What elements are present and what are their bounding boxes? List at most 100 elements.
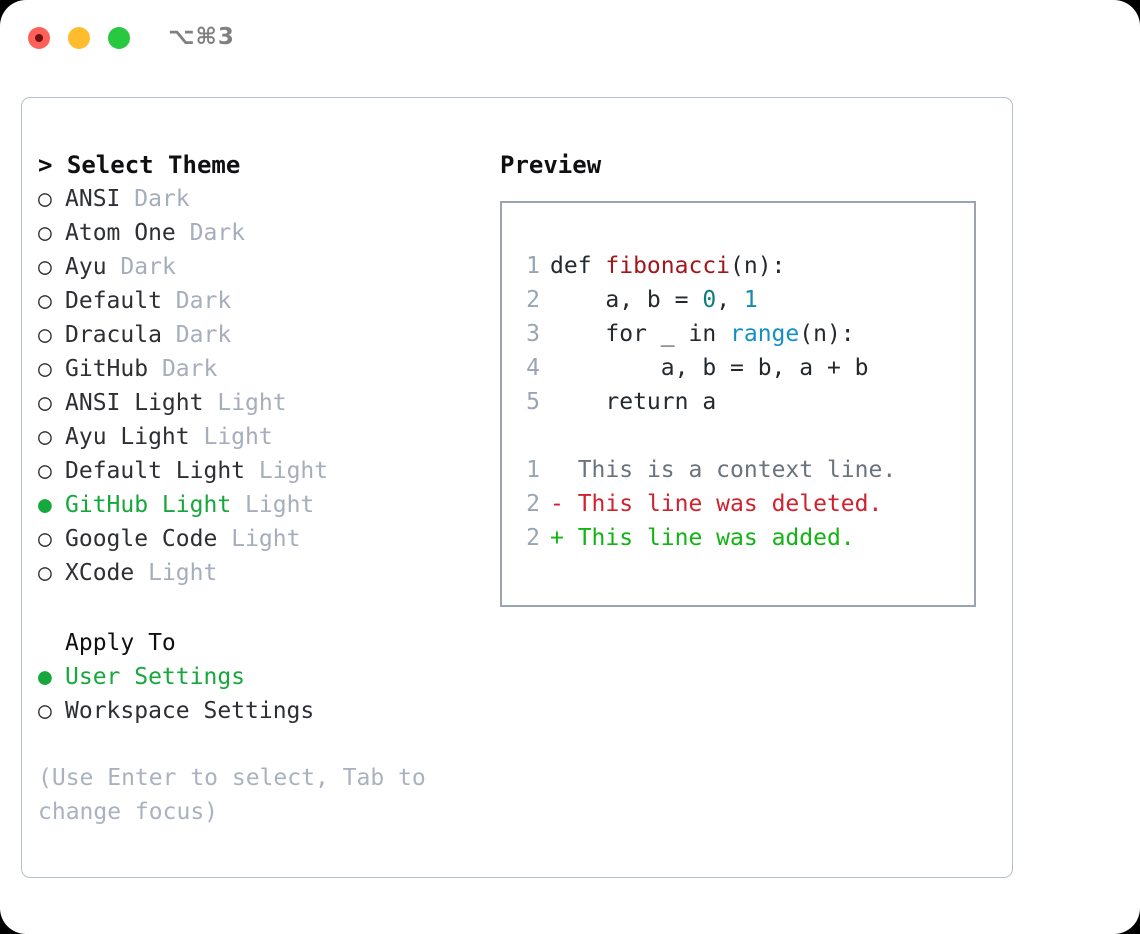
diff-line: 1 This is a context line. — [516, 453, 896, 487]
diff-line: 2 + This line was added. — [516, 521, 896, 555]
diff-marker — [550, 457, 578, 483]
theme-list-item[interactable]: ○ Dracula Dark — [38, 318, 478, 352]
line-number: 2 — [526, 491, 540, 517]
theme-selector-column: > Select Theme ○ANSI Dark○Atom One Dark○… — [38, 148, 478, 590]
theme-list-item[interactable]: ○GitHub Dark — [38, 352, 478, 386]
code-line: 3 for _ in range(n): — [516, 317, 896, 351]
theme-name: XCode — [65, 560, 135, 586]
apply-to-option[interactable]: ● User Settings — [38, 660, 478, 694]
code-token: def — [550, 253, 606, 279]
radio-unselected-icon: ○ — [38, 288, 52, 314]
code-token: a, b = b, a + b — [550, 355, 869, 381]
line-number: 3 — [526, 321, 540, 347]
theme-name: ANSI — [65, 186, 121, 212]
diff-text: This is a context line. — [577, 457, 897, 483]
code-token: 0 — [702, 287, 717, 313]
code-token: for _ in — [550, 321, 731, 347]
line-number: 1 — [526, 253, 540, 279]
code-spacer — [516, 419, 896, 453]
radio-unselected-icon: ○ — [38, 458, 52, 484]
code-line: 5 return a — [516, 385, 896, 419]
theme-name: GitHub — [65, 356, 149, 382]
apply-to-label: User Settings — [65, 664, 246, 690]
theme-list-item[interactable]: ○ Ayu Light Light — [38, 420, 478, 454]
theme-name: Ayu Light — [65, 424, 190, 450]
radio-unselected-icon: ○ — [38, 424, 52, 450]
radio-selected-icon: ● — [38, 664, 52, 690]
code-line: 1 def fibonacci(n): — [516, 249, 896, 283]
theme-name: Dracula — [65, 322, 162, 348]
theme-list-item[interactable]: ○Google Code Light — [38, 522, 478, 556]
theme-name: Atom One — [65, 220, 176, 246]
theme-category: Dark — [189, 220, 246, 246]
radio-unselected-icon: ○ — [38, 322, 52, 348]
code-token: (n): — [799, 321, 855, 347]
apply-to-label: Workspace Settings — [65, 698, 315, 724]
theme-name: Google Code — [65, 526, 218, 552]
theme-list-item[interactable]: ○XCode Light — [38, 556, 478, 590]
close-button[interactable] — [28, 27, 50, 49]
code-token: 1 — [743, 287, 758, 313]
line-number: 4 — [526, 355, 540, 381]
apply-to-options: ● User Settings ○ Workspace Settings — [38, 660, 478, 728]
apply-to-group: Apply To ● User Settings ○ Workspace Settin… — [38, 626, 478, 728]
theme-category: Dark — [161, 356, 218, 382]
line-number: 5 — [526, 389, 540, 415]
diff-marker: - — [550, 491, 578, 517]
line-number: 1 — [526, 457, 540, 483]
code-token: fibonacci — [605, 253, 731, 279]
theme-category: Dark — [120, 254, 176, 280]
theme-name: Ayu — [65, 254, 107, 280]
diff-line: 2- This line was deleted. — [516, 487, 896, 521]
radio-unselected-icon: ○ — [38, 390, 52, 416]
theme-list-item[interactable]: ● GitHub Light Light — [38, 488, 478, 522]
theme-list-item[interactable]: ○ANSI Dark — [38, 182, 478, 216]
theme-list-item[interactable]: ○ ANSI Light Light — [38, 386, 478, 420]
radio-unselected-icon: ○ — [38, 254, 52, 280]
theme-category: Dark — [175, 322, 232, 348]
apply-to-option[interactable]: ○ Workspace Settings — [38, 694, 478, 728]
diff-text: This line was added. — [577, 525, 855, 551]
minimize-button[interactable] — [68, 27, 90, 49]
code-token: range — [730, 321, 800, 347]
apply-to-header: Apply To — [65, 630, 176, 656]
radio-unselected-icon: ○ — [38, 698, 52, 724]
keyboard-hint-text: (Use Enter to select, Tab to change focu… — [38, 765, 426, 825]
theme-category: Light — [217, 390, 287, 416]
radio-selected-icon: ● — [38, 492, 52, 518]
code-token: , — [716, 287, 744, 313]
code-token: a, b = — [550, 287, 703, 313]
theme-category: Light — [231, 526, 301, 552]
theme-name: Default — [65, 288, 162, 314]
theme-category: Light — [148, 560, 218, 586]
theme-category: Dark — [134, 186, 190, 212]
preview-title: Preview — [500, 151, 602, 179]
code-token: return a — [550, 389, 717, 415]
diff-text: This line was deleted. — [577, 491, 883, 517]
code-line: 4 a, b = b, a + b — [516, 351, 896, 385]
theme-list-item[interactable]: ○Default Light Light — [38, 454, 478, 488]
code-line: 2 a, b = 0, 1 — [516, 283, 896, 317]
theme-category: Light — [258, 458, 329, 484]
radio-unselected-icon: ○ — [38, 220, 52, 246]
zoom-button[interactable] — [108, 27, 130, 49]
theme-category: Light — [203, 424, 273, 450]
theme-category: Light — [245, 492, 315, 518]
theme-list-item[interactable]: ○ Default Dark — [38, 284, 478, 318]
diff-marker: + — [550, 525, 578, 551]
theme-name: GitHub Light — [65, 492, 232, 518]
theme-name: ANSI Light — [65, 390, 204, 416]
code-token: (n): — [730, 253, 786, 279]
theme-list-item[interactable]: ○ Ayu Dark — [38, 250, 478, 284]
theme-list-item[interactable]: ○ Atom One Dark — [38, 216, 478, 250]
theme-category: Dark — [175, 288, 232, 314]
traffic-lights — [28, 27, 130, 49]
keyboard-shortcut-label: ⌥⌘3 — [168, 24, 235, 50]
line-number: 2 — [526, 287, 540, 313]
line-number: 2 — [526, 525, 540, 551]
title-bar: ⌥⌘3 — [0, 0, 1140, 78]
